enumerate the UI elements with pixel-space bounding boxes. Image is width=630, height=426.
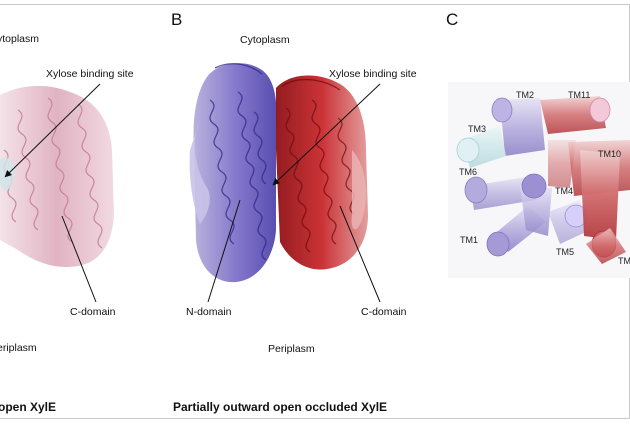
panel-b-c-domain-label: C-domain (361, 306, 407, 318)
panel-a-protein-structure (0, 85, 114, 268)
panel-b-n-domain-leader (207, 199, 241, 303)
panel-c-tm10-label: TM10 (598, 149, 621, 159)
figure-top-border (0, 4, 630, 5)
figure-bottom-border (0, 418, 630, 419)
panel-c-tm11-label: TM11 (568, 90, 590, 100)
panel-c-tm3-helix (456, 126, 506, 168)
panel-b-binding-site-arrow (272, 83, 381, 186)
panel-c-tm4-label: TM4 (555, 186, 573, 196)
panel-c-tm-partial-label: TM (618, 256, 630, 266)
panel-c-tm6-label: TM6 (459, 167, 477, 177)
panel-b-cytoplasm-label: Cytoplasm (240, 34, 290, 46)
panel-b-binding-site-label: Xylose binding site (329, 68, 417, 80)
panel-c: C (446, 10, 630, 278)
panel-c-tm5-label: TM5 (556, 247, 574, 257)
panel-b-c-domain (276, 75, 368, 270)
panel-c-letter: C (446, 10, 458, 29)
panel-b-c-domain-leader (339, 205, 381, 303)
panel-a-periplasm-label: eriplasm (0, 342, 37, 354)
panel-a-binding-site-arrow (4, 83, 101, 178)
panel-c-tm3-label: TM3 (468, 124, 486, 134)
panel-b: B Cytoplasm Xylose binding site (171, 10, 417, 414)
panel-a-binding-site-label: Xylose binding site (46, 68, 134, 80)
panel-a-c-domain-leader (61, 215, 97, 303)
panel-b-periplasm-label: Periplasm (268, 343, 315, 355)
panel-c-helix-bundle: TM2 TM11 TM3 TM10 TM6 TM4 TM1 TM5 TM (448, 82, 630, 278)
panel-a: ytoplasm Xylose binding site C-domain er… (0, 33, 134, 414)
panel-c-tm2-label: TM2 (516, 90, 534, 100)
panel-b-n-domain (189, 63, 277, 283)
panel-a-caption: open XylE (0, 400, 56, 414)
panel-b-letter: B (171, 10, 182, 29)
panel-c-c-helices (540, 96, 630, 264)
panel-c-n-helices (464, 97, 588, 257)
panel-c-tm1-label: TM1 (460, 235, 478, 245)
panel-a-cytoplasm-label: ytoplasm (0, 33, 39, 45)
panel-b-n-domain-label: N-domain (186, 306, 232, 318)
panel-a-c-domain-label: C-domain (70, 306, 116, 318)
panel-c-helix-labels: TM2 TM11 TM3 TM10 TM6 TM4 TM1 TM5 TM (459, 90, 630, 266)
panel-b-caption: Partially outward open occluded XylE (173, 400, 387, 414)
